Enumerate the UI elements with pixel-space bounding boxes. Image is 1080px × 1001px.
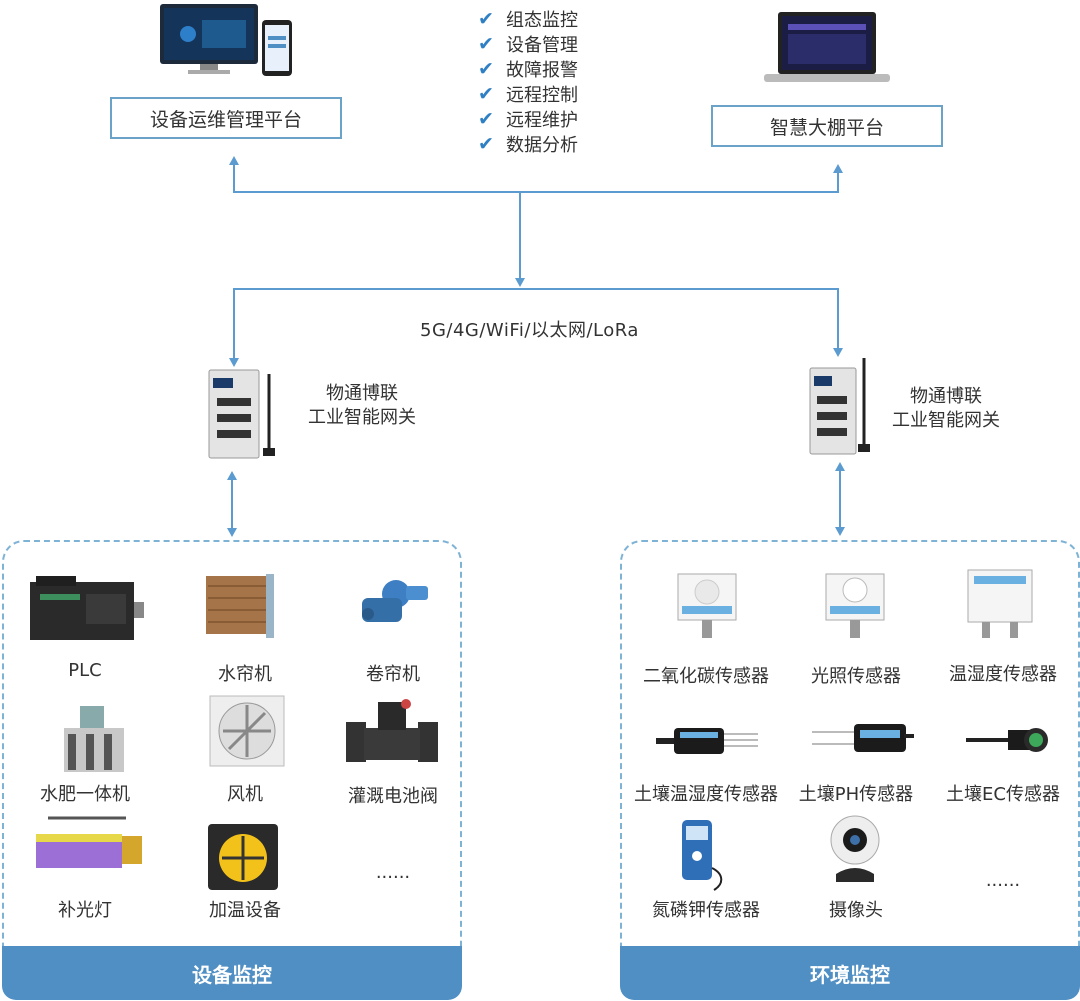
arrow-down-icon xyxy=(835,527,845,536)
soil-ec-sensor-illustration xyxy=(964,720,1048,760)
equipment-item-label: 风机 xyxy=(227,784,263,805)
connector-line xyxy=(839,471,841,527)
environment-item-label: 光照传感器 xyxy=(811,666,901,687)
feature-item: ✔故障报警 xyxy=(478,57,578,81)
connector-line xyxy=(519,191,521,278)
gateway-label-left: 物通博联 工业智能网关 xyxy=(308,383,416,428)
greenhouse-platform-box: 智慧大棚平台 xyxy=(711,105,943,147)
water-curtain-illustration xyxy=(204,572,276,642)
check-icon: ✔ xyxy=(478,57,494,80)
check-icon: ✔ xyxy=(478,132,494,155)
arrow-down-icon xyxy=(515,278,525,287)
environment-item-label: 土壤PH传感器 xyxy=(798,784,914,805)
arrow-up-icon xyxy=(229,156,239,165)
equipment-panel-title: 设备监控 xyxy=(2,946,462,1000)
heater-illustration xyxy=(206,818,282,894)
connector-line xyxy=(837,172,839,192)
equipment-more: ...... xyxy=(375,862,411,883)
connector-line xyxy=(233,191,839,193)
feature-item: ✔设备管理 xyxy=(478,32,578,56)
connector-line xyxy=(233,288,235,358)
environment-more: ...... xyxy=(985,870,1021,891)
equipment-item-label: PLC xyxy=(68,660,102,681)
soil-temp-humidity-sensor-illustration xyxy=(654,720,764,760)
connector-line xyxy=(233,288,839,290)
environment-item-label: 二氧化碳传感器 xyxy=(643,666,769,687)
check-icon: ✔ xyxy=(478,32,494,55)
arrow-down-icon xyxy=(227,528,237,537)
environment-item-label: 氮磷钾传感器 xyxy=(652,900,760,921)
greenhouse-platform-label: 智慧大棚平台 xyxy=(769,116,884,139)
feature-item: ✔数据分析 xyxy=(478,132,578,156)
gateway-device-right xyxy=(808,356,872,456)
connector-line xyxy=(231,480,233,528)
light-sensor-illustration xyxy=(820,570,890,640)
check-icon: ✔ xyxy=(478,7,494,30)
ops-platform-box: 设备运维管理平台 xyxy=(110,97,342,139)
arrow-up-icon xyxy=(833,164,843,173)
feature-list: ✔组态监控 ✔设备管理 ✔故障报警 ✔远程控制 ✔远程维护 ✔数据分析 xyxy=(478,6,578,156)
npk-sensor-illustration xyxy=(676,818,732,892)
fan-illustration xyxy=(208,694,286,768)
curtain-roller-illustration xyxy=(352,574,432,634)
grow-light-illustration xyxy=(28,814,146,882)
equipment-item-label: 补光灯 xyxy=(58,900,112,921)
environment-item-label: 土壤EC传感器 xyxy=(946,784,1060,805)
arrow-down-icon xyxy=(833,348,843,357)
equipment-item-label: 灌溉电池阀 xyxy=(348,786,438,807)
camera-illustration xyxy=(822,812,888,886)
equipment-item-label: 水肥一体机 xyxy=(40,784,130,805)
temp-humidity-sensor-illustration xyxy=(966,566,1036,640)
arrow-up-icon xyxy=(835,462,845,471)
environment-item-label: 摄像头 xyxy=(829,900,883,921)
environment-item-label: 温湿度传感器 xyxy=(949,664,1057,685)
equipment-item-label: 水帘机 xyxy=(218,664,272,685)
connector-line xyxy=(233,164,235,192)
feature-item: ✔远程维护 xyxy=(478,107,578,131)
monitor-phone-illustration xyxy=(158,2,298,78)
co2-sensor-illustration xyxy=(672,570,742,640)
check-icon: ✔ xyxy=(478,107,494,130)
valve-illustration xyxy=(344,694,440,770)
feature-item: ✔远程控制 xyxy=(478,82,578,106)
ops-platform-label: 设备运维管理平台 xyxy=(149,108,302,131)
feature-item: ✔组态监控 xyxy=(478,7,578,31)
laptop-illustration xyxy=(762,10,892,84)
fertigation-illustration xyxy=(58,702,130,778)
environment-panel-title: 环境监控 xyxy=(620,946,1080,1000)
check-icon: ✔ xyxy=(478,82,494,105)
gateway-label-right: 物通博联 工业智能网关 xyxy=(892,386,1000,431)
equipment-item-label: 加温设备 xyxy=(209,900,281,921)
plc-illustration xyxy=(26,574,146,642)
soil-ph-sensor-illustration xyxy=(810,718,916,758)
equipment-item-label: 卷帘机 xyxy=(366,664,420,685)
arrow-down-icon xyxy=(229,358,239,367)
network-label: 5G/4G/WiFi/以太网/LoRa xyxy=(420,320,639,341)
environment-item-label: 土壤温湿度传感器 xyxy=(634,784,778,805)
gateway-device-left xyxy=(207,364,277,460)
arrow-up-icon xyxy=(227,471,237,480)
connector-line xyxy=(837,288,839,348)
